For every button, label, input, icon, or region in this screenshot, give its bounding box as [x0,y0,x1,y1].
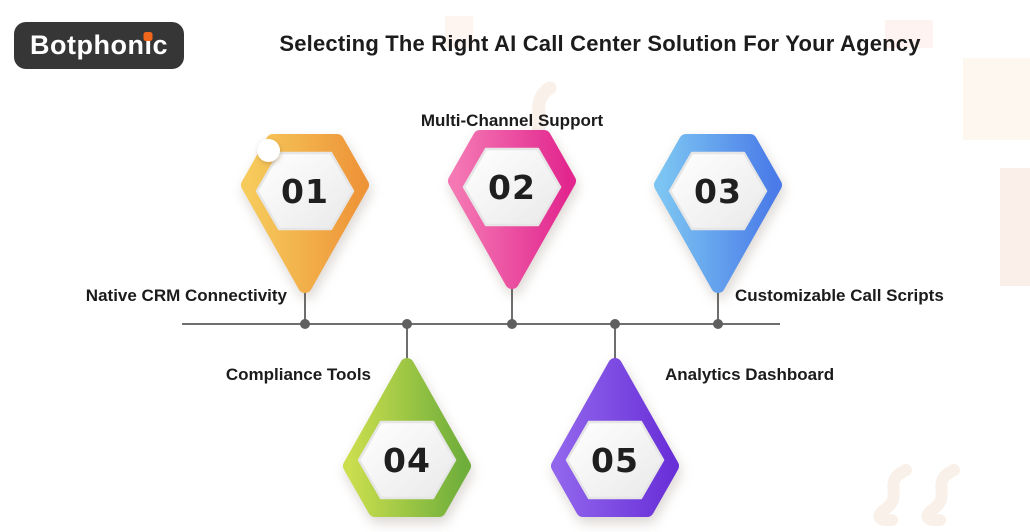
background-rect-decoration [1000,168,1030,286]
pin-number: 02 [488,168,536,207]
pin-stem [511,282,513,324]
timeline-node-dot [610,319,620,329]
pin-hexagon [357,420,457,500]
pin-marker-02: 02 [448,130,576,289]
pin-stem [304,284,306,324]
background-squiggle-decoration [873,464,960,526]
pin-marker-04: 04 [343,358,471,517]
timeline-node-dot [507,319,517,329]
pin-number: 04 [383,441,431,480]
feature-label-analytics-dashboard: Analytics Dashboard [665,365,835,384]
timeline-node-dot [402,319,412,329]
logo-orange-dot-icon [143,32,153,41]
logo-text-part: c [152,30,168,60]
feature-label-compliance-tools: Compliance Tools [225,365,371,384]
feature-label-customizable-call-scripts: Customizable Call Scripts [735,286,944,305]
background-rect-decoration [963,58,1030,140]
timeline-node-dot [713,319,723,329]
pin-hexagon [668,151,768,231]
pin-number: 03 [694,172,742,211]
pin-stem [406,324,408,364]
highlight-dot-decoration [257,139,280,162]
pin-number: 01 [281,172,329,211]
timeline-line [182,323,780,325]
pin-marker-03: 03 [654,134,782,293]
page-title: Selecting The Right AI Call Center Solut… [279,31,921,56]
timeline-node-dot [300,319,310,329]
feature-label-native-crm-connectivity: Native CRM Connectivity [85,286,287,305]
logo-text-part: Botphon [30,30,145,60]
feature-label-multi-channel-support: Multi-Channel Support [420,111,604,130]
pin-stem [614,324,616,364]
pin-hexagon [462,147,562,227]
logo-letter-i: i [143,30,153,60]
pin-hexagon [565,420,665,500]
pin-marker-05: 05 [551,358,679,517]
pin-number: 05 [591,441,639,480]
pin-stem [717,286,719,324]
